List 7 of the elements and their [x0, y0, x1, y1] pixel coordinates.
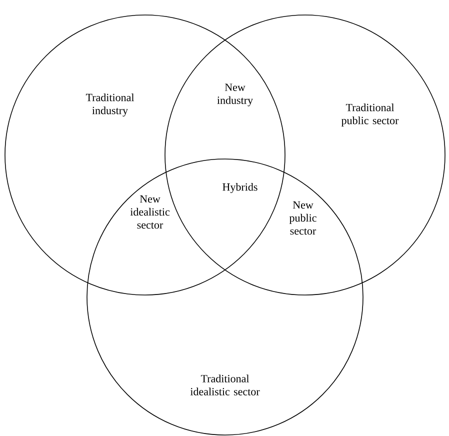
region-label: New industry [217, 84, 253, 106]
region-label: Hybrids [222, 183, 258, 193]
region-label: New public sector [289, 201, 316, 235]
region-label: Traditional industry [86, 94, 134, 116]
region-label: Traditional public sector [341, 104, 399, 126]
region-label: Traditional idealistic sector [190, 374, 260, 396]
region-label: New idealistic sector [130, 195, 170, 229]
